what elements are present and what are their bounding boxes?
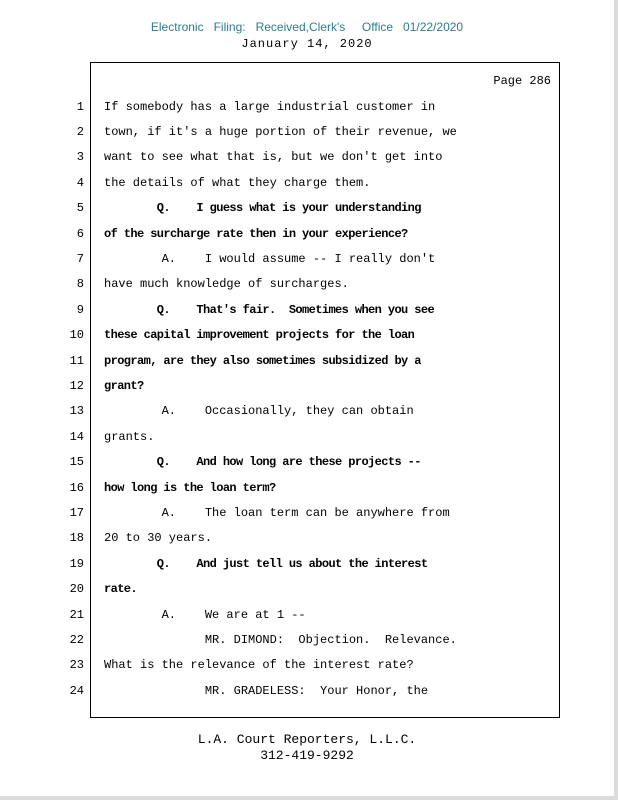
- transcript-line: 19 Q. And just tell us about the interes…: [0, 551, 614, 576]
- line-number: 14: [69, 429, 84, 444]
- line-text: Q. That's fair. Sometimes when you see: [104, 302, 435, 317]
- line-text: program, are they also sometimes subsidi…: [104, 353, 421, 368]
- line-number: 20: [69, 582, 84, 597]
- transcript-line: 5 Q. I guess what is your understanding: [0, 196, 614, 221]
- transcript-line: 3 want to see what that is, but we don't…: [0, 145, 614, 170]
- transcript-lines: 1 If somebody has a large industrial cus…: [0, 94, 614, 703]
- phone-number: 312-419-9292: [260, 748, 354, 763]
- line-text: A. Occasionally, they can obtain: [104, 404, 414, 419]
- line-number: 1: [76, 99, 84, 114]
- transcript-line: 18 20 to 30 years.: [0, 526, 614, 551]
- line-number: 6: [76, 226, 84, 241]
- transcript-line: 4 the details of what they charge them.: [0, 170, 614, 195]
- line-text: MR. GRADELESS: Your Honor, the: [104, 683, 429, 698]
- line-text: these capital improvement projects for t…: [104, 328, 415, 343]
- transcript-line: 1 If somebody has a large industrial cus…: [0, 94, 614, 119]
- line-number: 13: [69, 404, 84, 419]
- transcript-line: 22 MR. DIMOND: Objection. Relevance.: [0, 627, 614, 652]
- line-text: the details of what they charge them.: [104, 175, 371, 190]
- line-text: MR. DIMOND: Objection. Relevance.: [104, 632, 457, 647]
- transcript-line: 8 have much knowledge of surcharges.: [0, 272, 614, 297]
- line-text: If somebody has a large industrial custo…: [104, 99, 436, 114]
- line-number: 8: [76, 277, 84, 292]
- line-number: 17: [69, 505, 84, 520]
- line-text: want to see what that is, but we don't g…: [104, 150, 443, 165]
- line-text: how long is the loan term?: [104, 480, 276, 495]
- line-text: town, if it's a huge portion of their re…: [104, 125, 457, 140]
- line-number: 9: [76, 302, 84, 317]
- line-text: grants.: [104, 429, 155, 444]
- transcript-line: 24 MR. GRADELESS: Your Honor, the: [0, 678, 614, 703]
- transcript-line: 2 town, if it's a huge portion of their …: [0, 119, 614, 144]
- line-number: 4: [76, 175, 84, 190]
- line-number: 5: [76, 201, 84, 216]
- line-text: of the surcharge rate then in your exper…: [104, 226, 408, 241]
- line-number: 16: [69, 480, 84, 495]
- line-text: What is the relevance of the interest ra…: [104, 658, 414, 673]
- transcript-line: 16 how long is the loan term?: [0, 475, 614, 500]
- efiling-stamp: Electronic Filing: Received,Clerk's Offi…: [150, 20, 464, 34]
- line-number: 15: [69, 455, 84, 470]
- line-text: grant?: [104, 378, 144, 393]
- line-text: rate.: [104, 582, 138, 597]
- transcript-line: 11 program, are they also sometimes subs…: [0, 348, 614, 373]
- transcript-line: 13 A. Occasionally, they can obtain: [0, 399, 614, 424]
- line-text: A. I would assume -- I really don't: [104, 252, 436, 267]
- transcript-line: 17 A. The loan term can be anywhere from: [0, 500, 614, 525]
- line-number: 21: [69, 607, 84, 622]
- transcript-date: January 14, 2020: [241, 37, 373, 51]
- transcript-line: 10 these capital improvement projects fo…: [0, 323, 614, 348]
- line-number: 3: [76, 150, 84, 165]
- transcript-line: 12 grant?: [0, 373, 614, 398]
- line-text: 20 to 30 years.: [104, 531, 213, 546]
- line-text: Q. And just tell us about the interest: [104, 556, 428, 571]
- line-text: Q. I guess what is your understanding: [104, 201, 422, 216]
- transcript-line: 7 A. I would assume -- I really don't: [0, 246, 614, 271]
- line-number: 19: [69, 556, 84, 571]
- line-number: 7: [76, 252, 84, 267]
- line-number: 18: [69, 531, 84, 546]
- transcript-line: 6 of the surcharge rate then in your exp…: [0, 221, 614, 246]
- transcript-line: 20 rate.: [0, 576, 614, 601]
- line-text: A. The loan term can be anywhere from: [104, 505, 450, 520]
- line-number: 24: [69, 683, 84, 698]
- line-number: 11: [69, 353, 84, 368]
- transcript-line: 14 grants.: [0, 424, 614, 449]
- footer: L.A. Court Reporters, L.L.C. 312-419-929…: [0, 732, 614, 764]
- transcript-line: 15 Q. And how long are these projects --: [0, 449, 614, 474]
- transcript-line: 21 A. We are at 1 --: [0, 602, 614, 627]
- line-number: 12: [69, 378, 84, 393]
- line-number: 10: [69, 328, 84, 343]
- court-reporter-name: L.A. Court Reporters, L.L.C.: [197, 732, 417, 747]
- transcript-line: 23 What is the relevance of the interest…: [0, 653, 614, 678]
- line-number: 23: [69, 658, 84, 673]
- line-number: 2: [76, 125, 84, 140]
- line-number: 22: [69, 632, 84, 647]
- line-text: Q. And how long are these projects --: [104, 455, 422, 470]
- page-number-label: Page 286: [493, 74, 551, 88]
- line-text: have much knowledge of surcharges.: [104, 277, 349, 292]
- line-text: A. We are at 1 --: [104, 607, 306, 622]
- transcript-line: 9 Q. That's fair. Sometimes when you see: [0, 297, 614, 322]
- transcript-border-box: Page 286: [90, 62, 560, 718]
